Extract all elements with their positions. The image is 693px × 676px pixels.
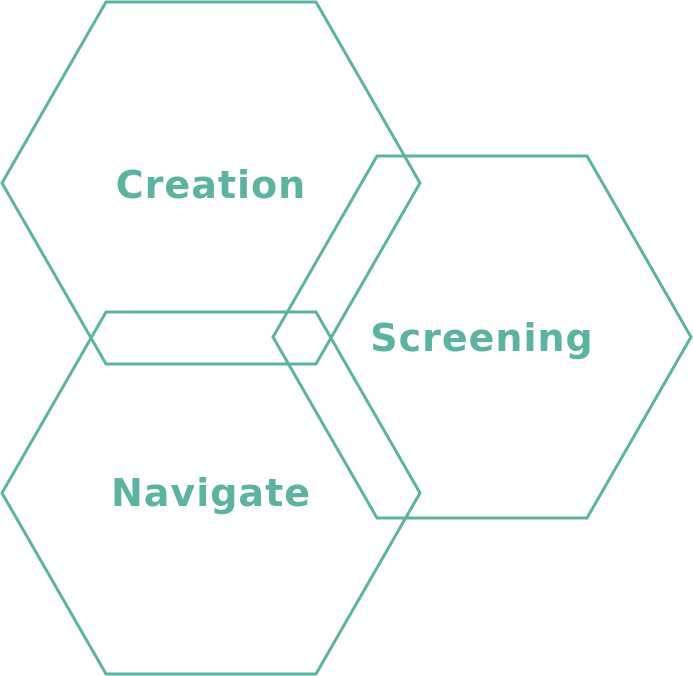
hexagon-creation: Creation — [0, 0, 422, 366]
hexagon-navigate-outline — [0, 310, 422, 676]
hexagon-creation-label: Creation — [116, 163, 306, 207]
hexagon-screening: Screening — [271, 154, 693, 520]
hexagon-screening-label: Screening — [370, 316, 594, 360]
hexagon-screening-outline — [271, 154, 693, 520]
hexagon-navigate: Navigate — [0, 310, 422, 676]
hexagon-creation-outline — [0, 0, 422, 366]
hexagon-navigate-label: Navigate — [111, 471, 311, 515]
